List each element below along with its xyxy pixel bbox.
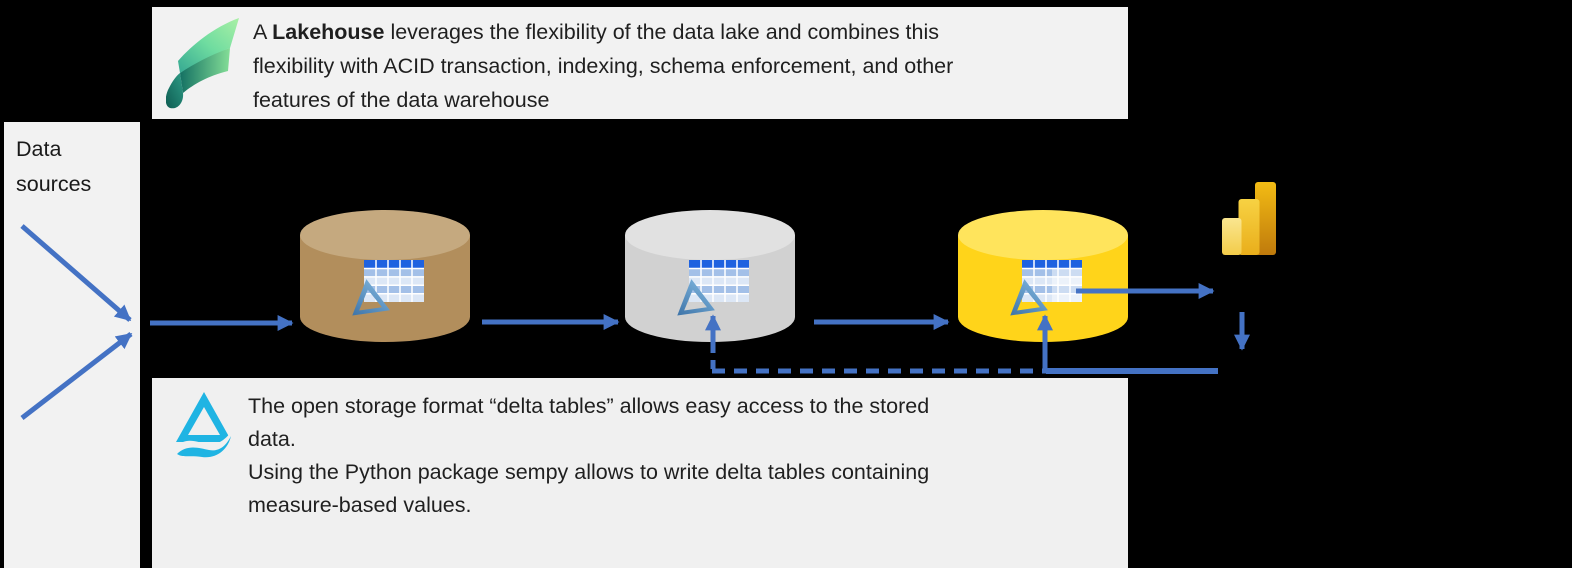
bronze-layer-cylinder [300, 210, 470, 342]
lakehouse-note-term: Lakehouse [272, 20, 385, 44]
gold-layer-cylinder [958, 210, 1128, 342]
delta-lake-logo-icon [175, 392, 233, 461]
lakehouse-note-prefix: A [253, 20, 273, 44]
delta-triangle-icon [677, 279, 715, 316]
delta-note-box: The open storage format “delta tables” a… [152, 378, 1128, 568]
delta-note-text: The open storage format “delta tables” a… [248, 394, 930, 517]
lakehouse-note-box: A Lakehouse leverages the flexibility of… [152, 7, 1128, 119]
lakehouse-note-text: A Lakehouse leverages the flexibility of… [253, 15, 1113, 117]
power-bi-logo-icon [1222, 182, 1276, 255]
delta-triangle-icon [1010, 279, 1048, 316]
silver-layer-cylinder [625, 210, 795, 342]
data-sources-panel: Data sources [4, 122, 140, 568]
table-icon [364, 260, 424, 302]
lakehouse-note-rest: leverages the flexibility of the data la… [253, 20, 954, 112]
microsoft-fabric-logo-icon [166, 18, 239, 109]
delta-triangle-icon [352, 279, 390, 316]
data-sources-label: Data sources [16, 137, 92, 196]
